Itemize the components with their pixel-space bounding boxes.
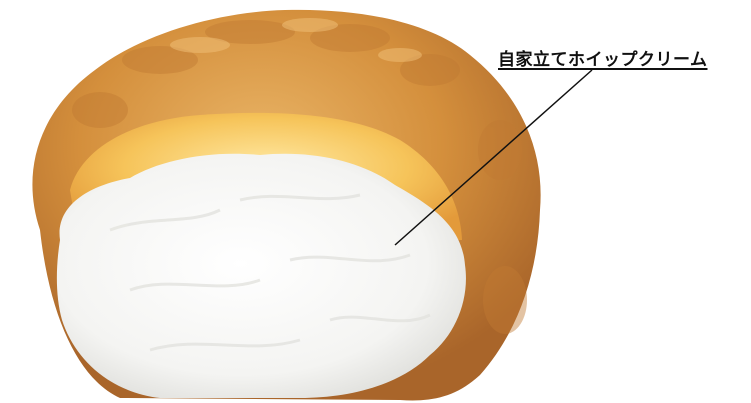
crust-highlights xyxy=(170,18,422,62)
whipped-cream xyxy=(56,153,466,398)
annotation-leader-line xyxy=(394,69,593,246)
whipped-cream-label: 自家立てホイップクリーム xyxy=(498,50,708,70)
cream-texture xyxy=(109,193,431,352)
